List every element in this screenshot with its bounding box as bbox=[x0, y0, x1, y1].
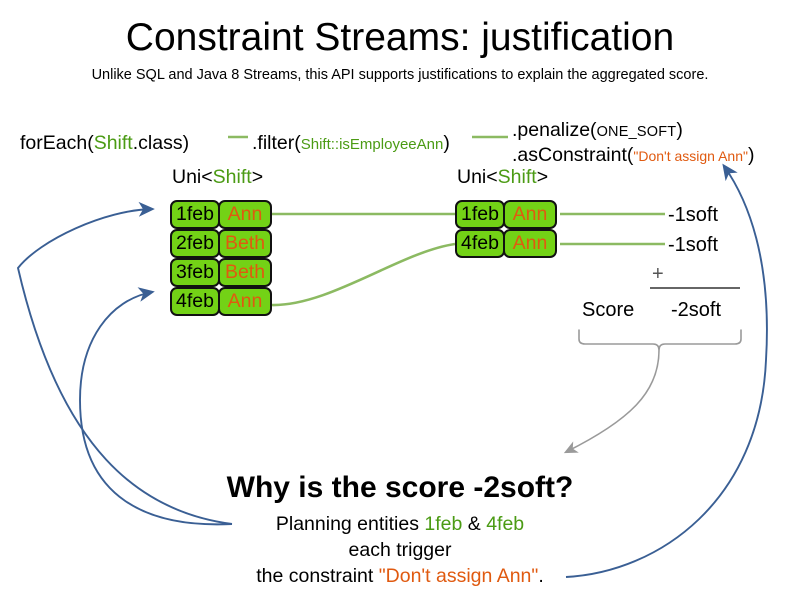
justification-entity-1feb: 1feb bbox=[424, 513, 463, 535]
table-row[interactable]: 1feb Ann bbox=[170, 200, 272, 229]
code-asconstraint-tail: ) bbox=[747, 144, 755, 166]
code-penalize-method: .penalize( bbox=[512, 119, 597, 141]
code-asconstraint-arg: "Don't assign Ann" bbox=[633, 148, 748, 164]
code-filter-method: .filter( bbox=[252, 132, 301, 154]
shift-employee-cell: Ann bbox=[218, 200, 272, 229]
score-impact-1: -1soft bbox=[668, 204, 719, 226]
score-sum-operator: + bbox=[652, 263, 664, 285]
shift-date-cell: 1feb bbox=[455, 200, 505, 229]
shift-date-cell: 3feb bbox=[170, 258, 220, 287]
justification-line1-amp: & bbox=[462, 513, 487, 535]
code-foreach-method: forEach( bbox=[20, 132, 94, 154]
shift-date-cell: 1feb bbox=[170, 200, 220, 229]
code-foreach-tail: .class) bbox=[132, 132, 190, 154]
uni-left-prefix: Uni< bbox=[172, 166, 213, 188]
code-filter-call: .filter(Shift::isEmployeeAnn) bbox=[252, 131, 450, 157]
score-to-question-arrow bbox=[563, 349, 660, 454]
table-row[interactable]: 4feb Ann bbox=[170, 287, 272, 316]
uni-left-type: Shift bbox=[212, 166, 252, 188]
code-filter-tail: ) bbox=[443, 132, 450, 154]
code-asconstraint-call: .asConstraint("Don't assign Ann") bbox=[512, 143, 754, 168]
table-row[interactable]: 2feb Beth bbox=[170, 229, 272, 258]
code-foreach-call: forEach(Shift.class) bbox=[20, 131, 189, 155]
shift-employee-cell: Ann bbox=[218, 287, 272, 316]
code-asconstraint-method: .asConstraint( bbox=[512, 144, 634, 166]
shift-employee-cell: Ann bbox=[503, 229, 557, 258]
shift-date-cell: 4feb bbox=[455, 229, 505, 258]
justification-line-trigger: each trigger bbox=[348, 539, 452, 561]
uni-right-suffix: > bbox=[536, 166, 549, 188]
justification-entity-4feb: 4feb bbox=[486, 513, 525, 535]
score-brace bbox=[578, 329, 742, 351]
uni-label-left: Uni<Shift> bbox=[172, 166, 263, 188]
uni-right-type: Shift bbox=[497, 166, 537, 188]
shift-table-filtered: 1feb Ann 4feb Ann bbox=[455, 200, 557, 258]
score-impact-2: -1soft bbox=[668, 234, 719, 256]
shift-date-cell: 4feb bbox=[170, 287, 220, 316]
slide-title: Constraint Streams: justification bbox=[125, 16, 675, 59]
table-row[interactable]: 3feb Beth bbox=[170, 258, 272, 287]
connector-left4feb-to-right4feb bbox=[271, 242, 456, 307]
uni-label-right: Uni<Shift> bbox=[457, 166, 548, 188]
code-penalize-arg: ONE_SOFT bbox=[596, 124, 677, 140]
uni-right-prefix: Uni< bbox=[457, 166, 498, 188]
slide-subtitle: Unlike SQL and Java 8 Streams, this API … bbox=[91, 67, 709, 83]
justification-line-constraint: the constraint "Don't assign Ann". bbox=[0, 564, 800, 588]
justification-line1-prefix: Planning entities bbox=[275, 513, 425, 535]
code-penalize-call: .penalize(ONE_SOFT) bbox=[512, 118, 683, 144]
justification-line3-prefix: the constraint bbox=[256, 565, 379, 587]
justification-constraint-name: "Don't assign Ann" bbox=[378, 565, 539, 587]
shift-employee-cell: Beth bbox=[218, 229, 272, 258]
score-total-value: -2soft bbox=[671, 299, 722, 321]
justification-line3-suffix: . bbox=[538, 565, 544, 587]
justification-question: Why is the score -2soft? bbox=[226, 471, 574, 504]
shift-table-source: 1feb Ann 2feb Beth 3feb Beth 4feb Ann bbox=[170, 200, 272, 316]
shift-date-cell: 2feb bbox=[170, 229, 220, 258]
code-foreach-type: Shift bbox=[93, 132, 133, 154]
justification-line-entities: Planning entities 1feb & 4feb bbox=[0, 512, 800, 536]
table-row[interactable]: 4feb Ann bbox=[455, 229, 557, 258]
table-row[interactable]: 1feb Ann bbox=[455, 200, 557, 229]
code-filter-arg: Shift::isEmployeeAnn bbox=[300, 136, 444, 153]
shift-employee-cell: Beth bbox=[218, 258, 272, 287]
score-label: Score bbox=[582, 299, 635, 321]
code-penalize-tail: ) bbox=[676, 119, 683, 141]
shift-employee-cell: Ann bbox=[503, 200, 557, 229]
uni-left-suffix: > bbox=[251, 166, 264, 188]
